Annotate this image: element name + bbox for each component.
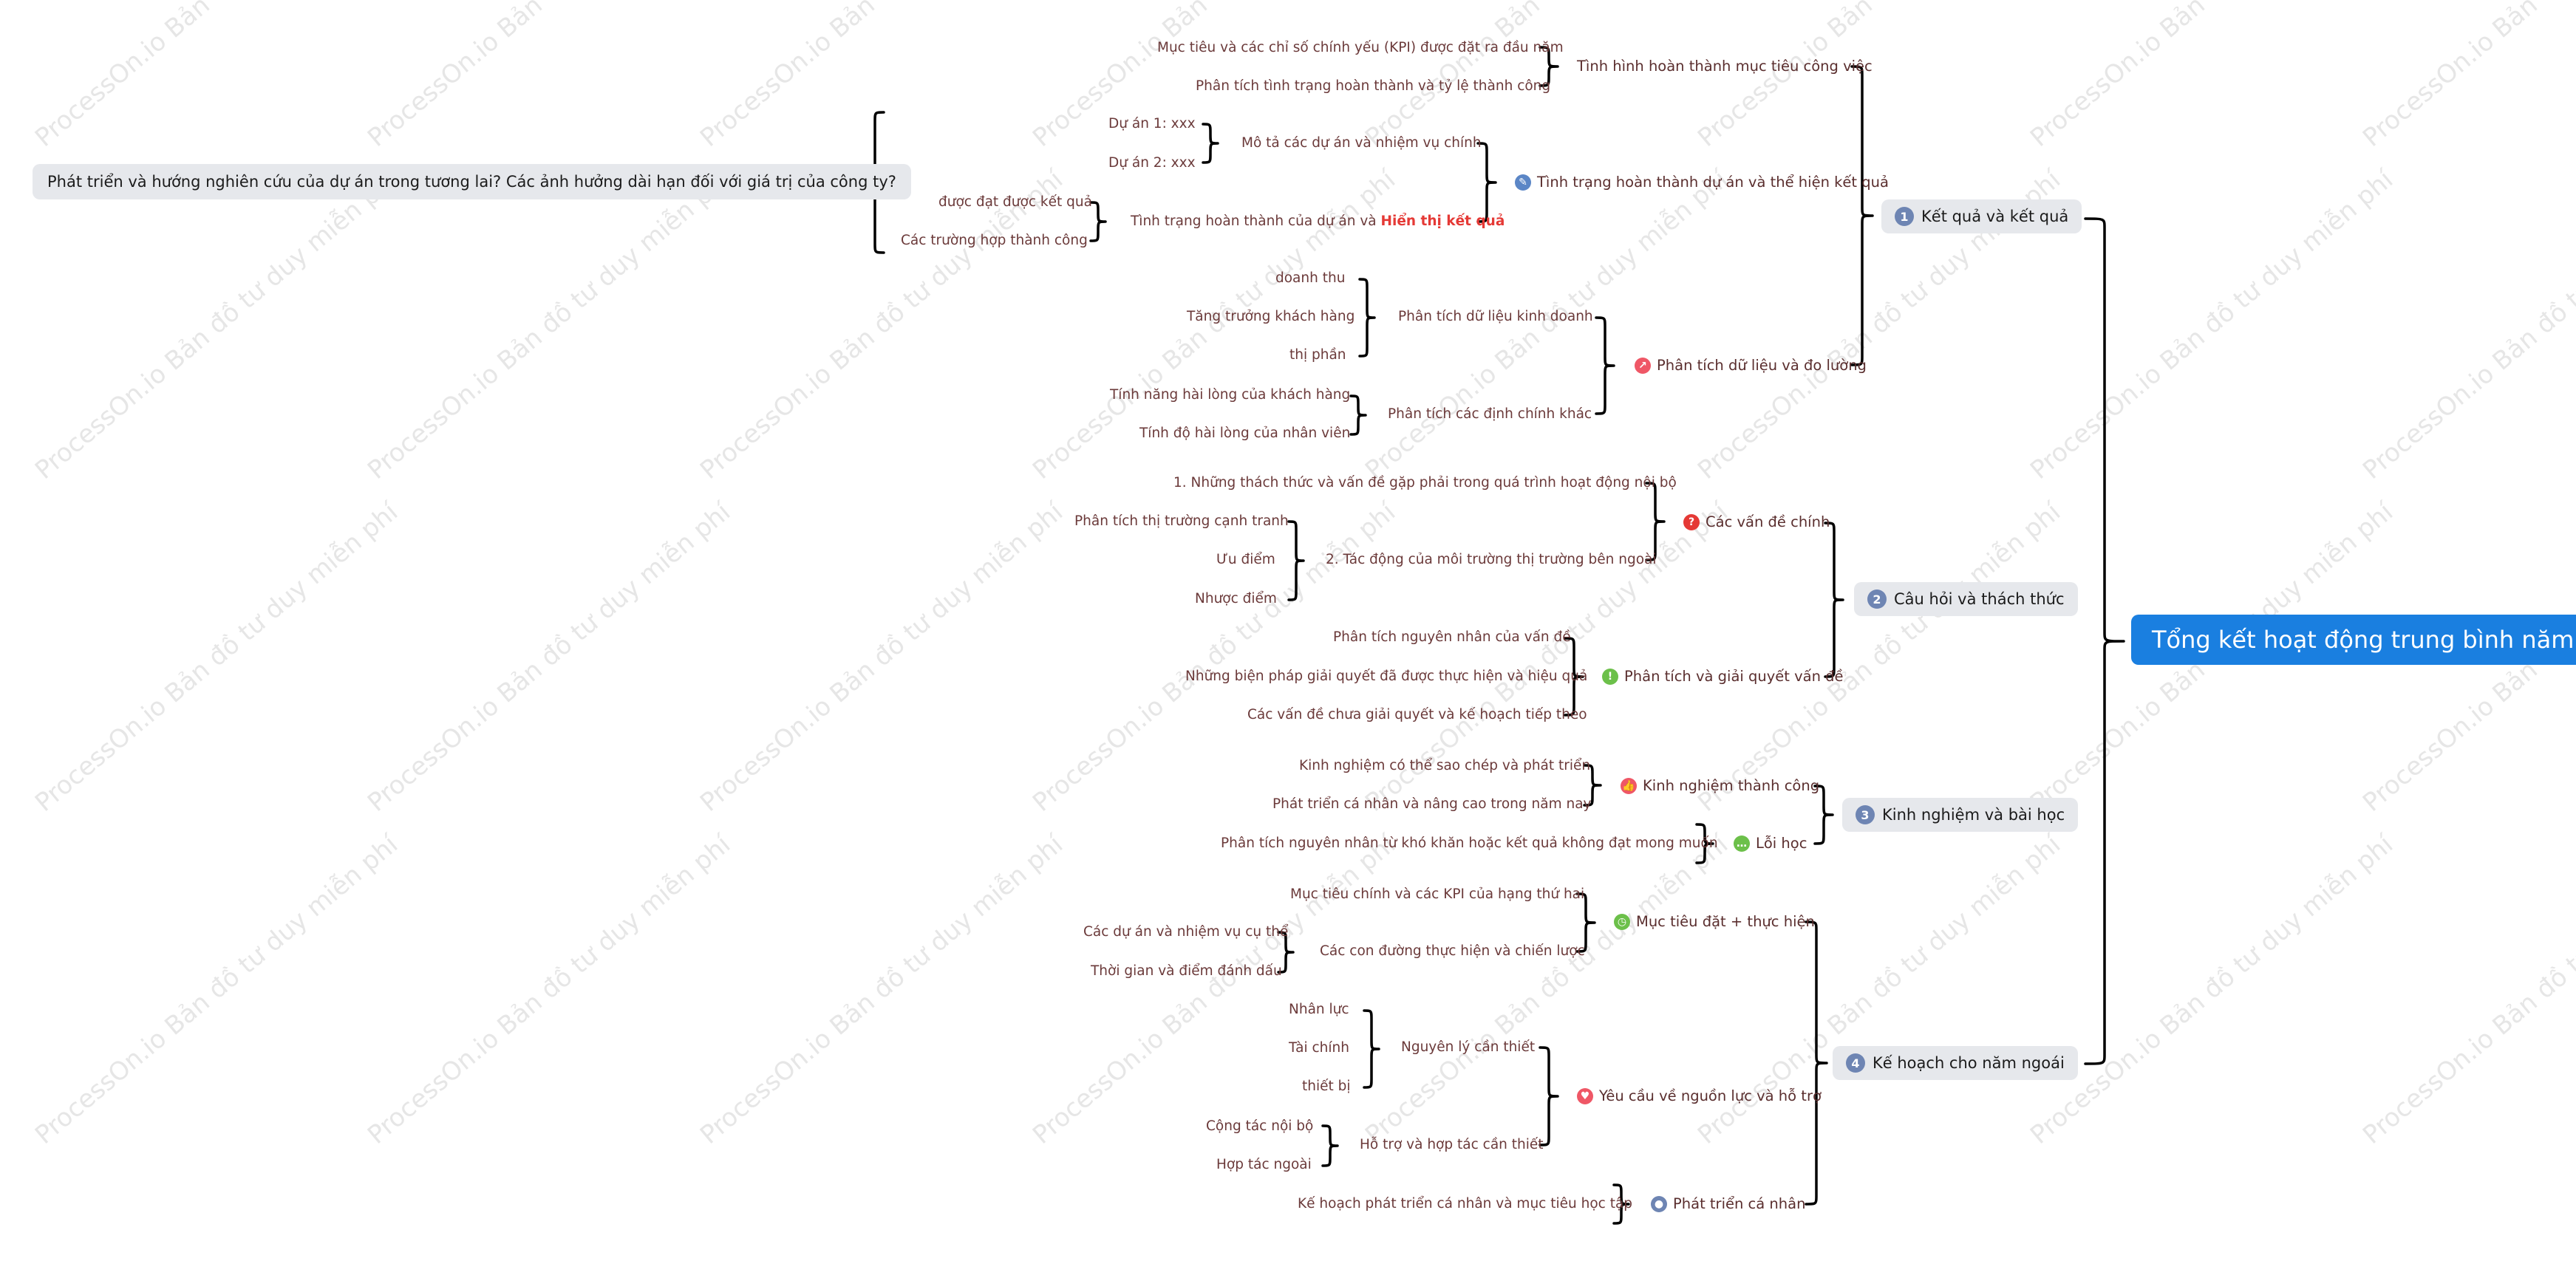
branch-challenges[interactable]: 2 Câu hỏi và thách thức [1854,582,2078,616]
branch-label: Kết quả và kết quả [1921,208,2069,225]
leaf-advantages[interactable]: Ưu điểm [1216,552,1275,567]
lessons-node[interactable]: … Lỗi học [1734,833,1807,854]
brace-success [1583,764,1602,807]
question-icon: ? [1683,514,1700,530]
chart-icon: ↗ [1635,358,1651,374]
branch-label: Kế hoạch cho năm ngoái [1873,1054,2065,1072]
leaf-manpower[interactable]: Nhân lực [1289,1002,1349,1017]
brace-business [1358,278,1376,358]
brace-paths [1277,931,1295,974]
success-experience-node[interactable]: 👍 Kinh nghiệm thành công [1621,776,1819,796]
leaf-root-cause[interactable]: Phân tích nguyên nhân của vấn đề [1333,629,1571,645]
brace-branch1 [1850,65,1874,366]
leaf-personal-growth[interactable]: Phát triển cá nhân và nâng cao trong năm… [1272,796,1592,812]
strategy-paths-node[interactable]: Các con đường thực hiện và chiến lược [1320,943,1585,959]
project-status-node[interactable]: Tình trạng hoàn thành của dự án và Hiển … [1131,213,1505,229]
leaf-customer-satisfaction[interactable]: Tính năng hài lòng của khách hàng [1110,387,1351,403]
brace-personal [1612,1183,1630,1225]
projects-node[interactable]: ✎ Tình trạng hoàn thành dự án và thể hiệ… [1515,172,1889,193]
leaf-completion-rate[interactable]: Phân tích tình trạng hoàn thành và tỷ lệ… [1196,78,1551,94]
branch-results[interactable]: 1 Kết quả và kết quả [1881,199,2082,233]
business-data-node[interactable]: Phân tích dữ liệu kinh doanh [1398,309,1593,324]
leaf-milestones[interactable]: Thời gian và điểm đánh dấu [1091,963,1282,979]
external-impact-node[interactable]: 2. Tác động của môi trường thị trường bê… [1326,552,1657,567]
brace-other [1349,394,1367,436]
leaf-external-cooperation[interactable]: Hợp tác ngoài [1216,1157,1312,1172]
brace-goalset [1575,892,1596,953]
brace-branch4 [1805,920,1828,1206]
resources-node[interactable]: ♥ Yêu cầu về nguồn lực và hỗ trợ [1577,1086,1822,1107]
leaf-employee-satisfaction[interactable]: Tính độ hài lòng của nhân viên [1139,426,1351,441]
leaf-main-kpi[interactable]: Mục tiêu chính và các KPI của hạng thứ h… [1290,886,1585,902]
needed-resources-node[interactable]: Nguyên lý cần thiết [1401,1039,1536,1055]
brace-resources [1539,1046,1559,1146]
heart-icon: ♥ [1577,1088,1593,1104]
leaf-finance[interactable]: Tài chính [1289,1040,1349,1056]
brace-root [2084,217,2125,1065]
brace-needed [1363,1009,1380,1089]
brace-support [1321,1124,1339,1167]
leaf-competition[interactable]: Phân tích thị trường cạnh tranh [1074,513,1289,529]
leaf-replicable-experience[interactable]: Kinh nghiệm có thể sao chép và phát triể… [1299,758,1591,773]
leaf-unsolved[interactable]: Các vấn đề chưa giải quyết và kế hoạch t… [1247,707,1587,722]
brace-branch2 [1824,522,1844,678]
branch-lessons[interactable]: 3 Kinh nghiệm và bài học [1842,798,2079,832]
personal-development-node[interactable]: ● Phát triển cá nhân [1651,1194,1805,1214]
leaf-customer-growth[interactable]: Tăng trưởng khách hàng [1187,309,1355,324]
brace-data [1595,316,1615,415]
goals-completion-node[interactable]: Tình hình hoàn thành mục tiêu công việc [1577,58,1873,75]
brace-external [1287,520,1305,601]
branch-label: Kinh nghiệm và bài học [1882,806,2065,824]
number-badge: 1 [1895,207,1914,226]
main-issues-node[interactable]: ? Các vấn đề chính [1683,512,1830,533]
brace-issues [1645,482,1666,561]
future-development-node[interactable]: Phát triển và hướng nghiên cứu của dự án… [33,164,911,199]
leaf-success-cases[interactable]: Các trường hợp thành công [901,233,1088,248]
leaf-measures[interactable]: Những biện pháp giải quyết đã được thực … [1185,669,1588,684]
brace-projects [1476,142,1497,223]
leaf-project-2[interactable]: Dự án 2: xxx [1108,155,1196,171]
leaf-equipment[interactable]: thiết bị [1302,1079,1351,1094]
brace-branch3 [1813,785,1834,845]
project-desc-node[interactable]: Mô tả các dự án và nhiệm vụ chính [1241,135,1482,151]
info-icon: ! [1602,669,1618,685]
brace-goals [1539,46,1559,87]
leaf-specific-projects[interactable]: Các dự án và nhiệm vụ cụ thể [1083,924,1289,940]
clock-icon: ◷ [1614,914,1630,930]
leaf-revenue[interactable]: doanh thu [1275,270,1346,286]
highlight-text: Hiển thị kết quả [1380,213,1505,229]
support-cooperation-node[interactable]: Hỗ trợ và hợp tác cần thiết [1360,1137,1544,1152]
branch-label: Câu hỏi và thách thức [1894,590,2065,608]
leaf-achieved[interactable]: được đạt được kết quả [938,194,1092,210]
number-badge: 2 [1867,590,1887,609]
brace-status [1089,201,1107,242]
brace-lessons [1695,823,1714,864]
brace-solve [1564,637,1584,717]
leaf-internal-cooperation[interactable]: Cộng tác nội bộ [1206,1118,1314,1134]
chat-icon: … [1734,835,1750,852]
branch-plan[interactable]: 4 Kế hoạch cho năm ngoái [1833,1046,2078,1080]
leaf-learning-plan[interactable]: Kế hoạch phát triển cá nhân và mục tiêu … [1298,1196,1633,1212]
leaf-kpi[interactable]: Mục tiêu và các chỉ số chính yếu (KPI) đ… [1157,40,1564,55]
leaf-internal-challenges[interactable]: 1. Những thách thức và vấn đề gặp phải t… [1173,475,1677,491]
root-label: Tổng kết hoạt động trung bình năm [2152,626,2575,654]
number-badge: 4 [1846,1053,1865,1073]
leaf-failure-analysis[interactable]: Phân tích nguyên nhân từ khó khăn hoặc k… [1221,835,1718,851]
pencil-icon: ✎ [1515,174,1531,191]
thumbs-up-icon: 👍 [1621,778,1637,794]
goal-setting-node[interactable]: ◷ Mục tiêu đặt + thực hiện [1614,912,1815,932]
number-badge: 3 [1856,805,1875,824]
other-metrics-node[interactable]: Phân tích các định chính khác [1388,406,1592,422]
leaf-market-share[interactable]: thị phần [1289,347,1346,363]
brace-desc [1202,123,1219,164]
leaf-project-1[interactable]: Dự án 1: xxx [1108,116,1196,131]
problem-solving-node[interactable]: ! Phân tích và giải quyết vấn đề [1602,666,1844,687]
person-icon: ● [1651,1196,1667,1212]
data-analysis-node[interactable]: ↗ Phân tích dữ liệu và đo lường [1635,355,1867,376]
leaf-disadvantages[interactable]: Nhược điểm [1195,591,1277,606]
root-node[interactable]: Tổng kết hoạt động trung bình năm [2131,615,2576,665]
